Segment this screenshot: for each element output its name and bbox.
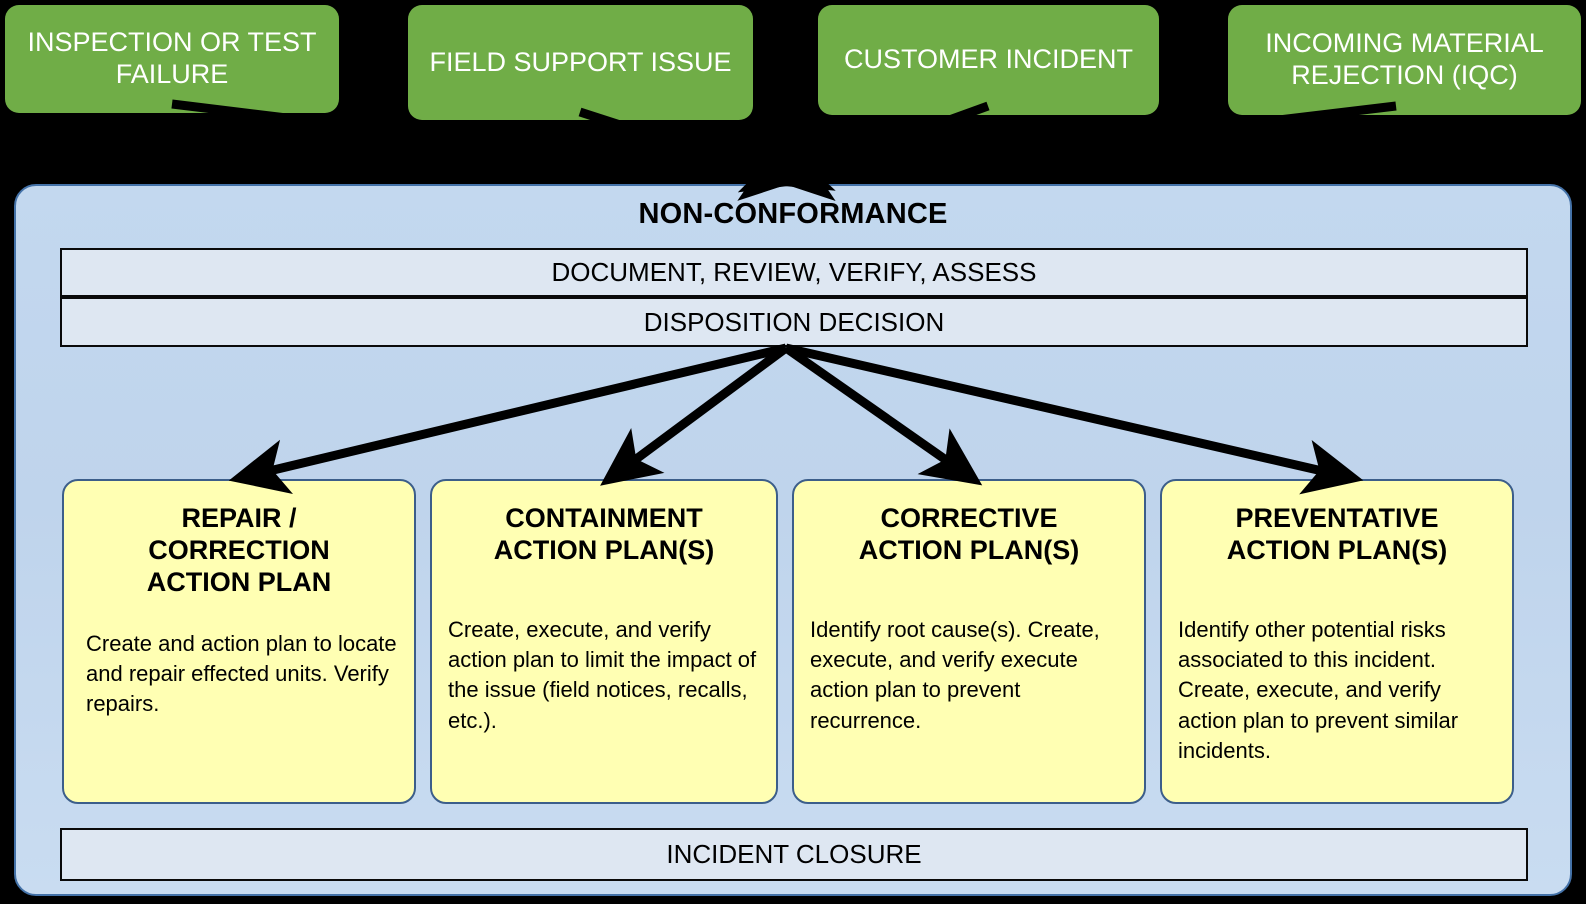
action-plan-card-repair-correction[interactable]: REPAIR / CORRECTION ACTION PLAN Create a… bbox=[62, 479, 416, 804]
action-plan-title: CONTAINMENT ACTION PLAN(S) bbox=[493, 503, 715, 565]
action-plan-card-containment[interactable]: CONTAINMENT ACTION PLAN(S) Create, execu… bbox=[430, 479, 778, 804]
process-bar-disposition-decision[interactable]: DISPOSITION DECISION bbox=[60, 297, 1528, 347]
source-box-label: CUSTOMER INCIDENT bbox=[843, 44, 1133, 75]
process-bar-label: DOCUMENT, REVIEW, VERIFY, ASSESS bbox=[551, 257, 1037, 287]
non-conformance-title: NON-CONFORMANCE bbox=[638, 198, 948, 230]
action-plan-card-corrective[interactable]: CORRECTIVE ACTION PLAN(S) Identify root … bbox=[792, 479, 1146, 804]
process-bar-label: DISPOSITION DECISION bbox=[643, 306, 945, 337]
source-to-nonconformance-arrows bbox=[171, 99, 1397, 202]
source-box-label: FIELD SUPPORT ISSUE bbox=[429, 46, 732, 77]
source-box-incoming-material-rejection[interactable]: INCOMING MATERIAL REJECTION (IQC) bbox=[1228, 5, 1581, 115]
action-plan-description: Identify root cause(s). Create, execute,… bbox=[810, 616, 1100, 733]
process-bar-incident-closure[interactable]: INCIDENT CLOSURE bbox=[60, 828, 1528, 881]
source-box-label: INSPECTION OR TEST FAILURE bbox=[27, 27, 317, 89]
process-bar-label: INCIDENT CLOSURE bbox=[666, 839, 922, 869]
non-conformance-container: NON-CONFORMANCE DOCUMENT, REVIEW, VERIFY… bbox=[14, 184, 1572, 896]
action-plan-title: REPAIR / CORRECTION ACTION PLAN bbox=[146, 503, 332, 597]
source-box-inspection-or-test-failure[interactable]: INSPECTION OR TEST FAILURE bbox=[5, 5, 339, 113]
action-plan-title: PREVENTATIVE ACTION PLAN(S) bbox=[1226, 503, 1448, 565]
action-plan-card-preventative[interactable]: PREVENTATIVE ACTION PLAN(S) Identify oth… bbox=[1160, 479, 1514, 804]
action-plan-description: Create, execute, and verify action plan … bbox=[448, 616, 757, 733]
process-bar-document-review-verify-assess[interactable]: DOCUMENT, REVIEW, VERIFY, ASSESS bbox=[60, 248, 1528, 297]
source-box-label: INCOMING MATERIAL REJECTION (IQC) bbox=[1265, 28, 1544, 90]
action-plan-title: CORRECTIVE ACTION PLAN(S) bbox=[858, 503, 1080, 565]
source-box-customer-incident[interactable]: CUSTOMER INCIDENT bbox=[818, 5, 1159, 115]
source-box-field-support-issue[interactable]: FIELD SUPPORT ISSUE bbox=[408, 5, 753, 120]
action-plan-description: Create and action plan to locate and rep… bbox=[86, 630, 397, 717]
action-plan-description: Identify other potential risks associate… bbox=[1178, 616, 1459, 764]
